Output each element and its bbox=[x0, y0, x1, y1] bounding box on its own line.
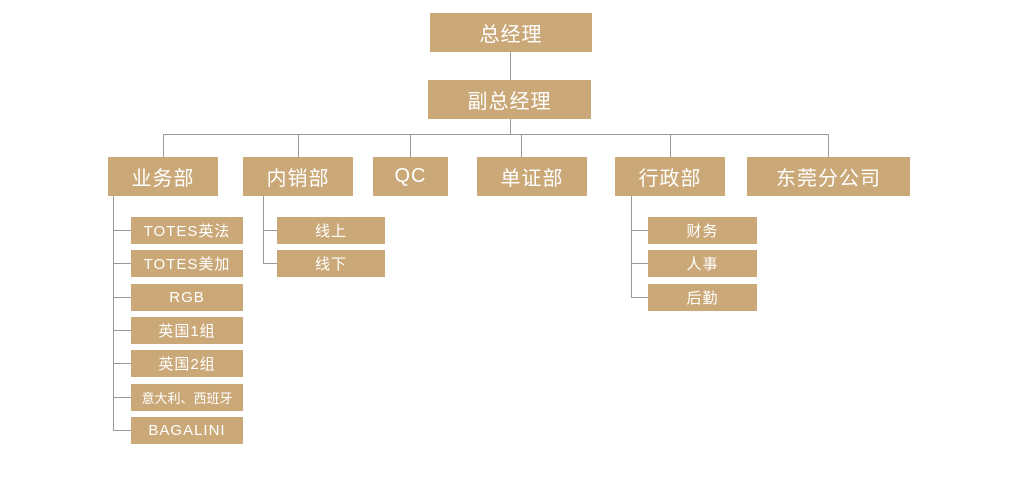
connector-stub bbox=[113, 363, 131, 364]
org-node-team-online: 线上 bbox=[277, 217, 385, 244]
org-node-dept-business: 业务部 bbox=[108, 157, 218, 196]
connector-stub bbox=[113, 263, 131, 264]
org-node-team-uk-group-2: 英国2组 bbox=[131, 350, 243, 377]
org-node-team-rgb: RGB bbox=[131, 284, 243, 311]
connector-stub bbox=[263, 263, 277, 264]
org-node-deputy-general-manager: 副总经理 bbox=[428, 80, 591, 119]
connector-bus bbox=[163, 134, 829, 135]
connector-stub bbox=[631, 230, 648, 231]
connector-trunk-business bbox=[113, 196, 114, 431]
connector-stub bbox=[113, 297, 131, 298]
org-node-team-totes-uk-fr: TOTES英法 bbox=[131, 217, 243, 244]
connector-drop-admin bbox=[670, 134, 671, 157]
connector-drop-documentation bbox=[521, 134, 522, 157]
connector-deputy-bus bbox=[510, 119, 511, 134]
org-node-dept-qc: QC bbox=[373, 157, 448, 196]
org-node-team-offline: 线下 bbox=[277, 250, 385, 277]
org-node-team-finance: 财务 bbox=[648, 217, 757, 244]
org-node-general-manager: 总经理 bbox=[430, 13, 592, 52]
connector-stub bbox=[631, 297, 648, 298]
connector-drop-qc bbox=[410, 134, 411, 157]
org-node-team-bagalini: BAGALINI bbox=[131, 417, 243, 444]
org-node-dept-documentation: 单证部 bbox=[477, 157, 587, 196]
connector-drop-domestic-sales bbox=[298, 134, 299, 157]
org-node-team-uk-group-1: 英国1组 bbox=[131, 317, 243, 344]
org-node-team-italy-spain: 意大利、西班牙 bbox=[131, 384, 243, 411]
connector-drop-dongguan bbox=[828, 134, 829, 157]
connector-stub bbox=[113, 230, 131, 231]
org-node-dept-domestic-sales: 内销部 bbox=[243, 157, 353, 196]
org-node-dept-admin: 行政部 bbox=[615, 157, 725, 196]
connector-root-deputy bbox=[510, 52, 511, 80]
connector-stub bbox=[113, 430, 131, 431]
org-node-team-logistics: 后勤 bbox=[648, 284, 757, 311]
org-node-branch-dongguan: 东莞分公司 bbox=[747, 157, 910, 196]
connector-drop-business bbox=[163, 134, 164, 157]
connector-stub bbox=[113, 330, 131, 331]
org-node-team-totes-us-ca: TOTES美加 bbox=[131, 250, 243, 277]
connector-trunk-admin bbox=[631, 196, 632, 298]
connector-stub bbox=[113, 397, 131, 398]
org-node-team-hr: 人事 bbox=[648, 250, 757, 277]
connector-stub bbox=[631, 263, 648, 264]
connector-stub bbox=[263, 230, 277, 231]
